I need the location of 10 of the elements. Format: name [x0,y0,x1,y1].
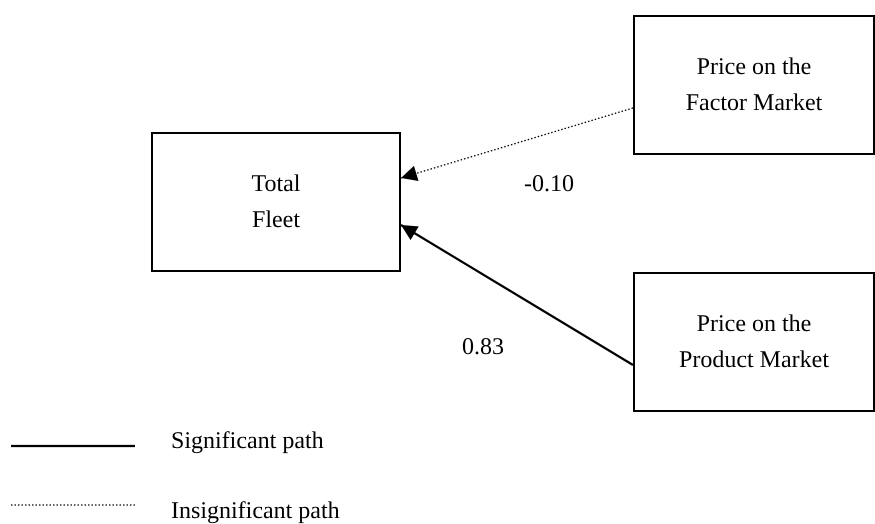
node-label: Price on the Factor Market [684,53,824,118]
legend-text: Insignificant path [171,497,340,524]
path-arrow [400,224,634,366]
node-label: Total Fleet [250,170,302,235]
variable-box [633,272,875,412]
legend-text: Significant path [171,427,324,455]
node-label: Price on the Product Market [678,310,830,375]
variable-box [633,15,875,155]
variable-box [151,132,401,272]
path-arrow [400,107,634,182]
